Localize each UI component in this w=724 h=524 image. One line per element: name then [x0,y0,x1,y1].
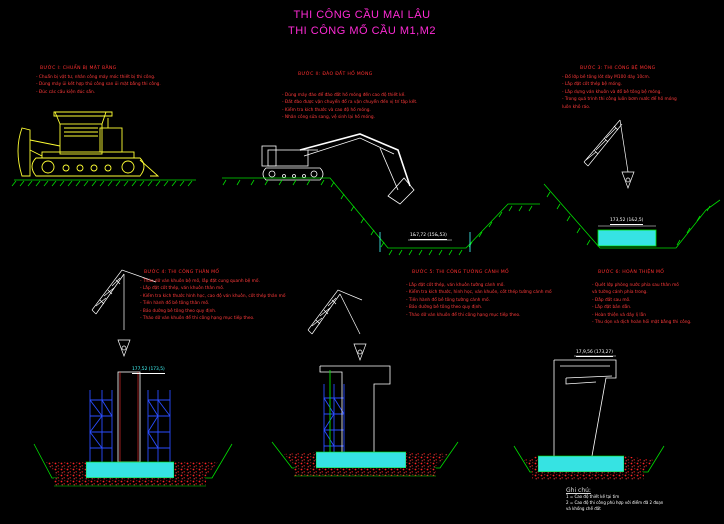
footing-concrete [537,455,625,473]
step2-notes: - Dùng máy đào để đào đất hố móng đến ca… [282,92,417,122]
step2-heading: BƯỚC II: ĐÀO ĐẤT HỐ MÓNG [298,72,373,77]
ground-line-step3 [543,183,721,249]
footing-level-label: 173,52 (1&2,5) [610,218,644,225]
step2-note: - Đất đào được vận chuyển đổ ra vận chuy… [282,100,418,106]
step3-note: - Trong quá trình thi công luôn bơm nước… [562,97,677,103]
finish-level-label: 17,9,56 (173,27) [576,350,613,357]
step1-note: - Đúc các cấu kiện đúc sẵn. [36,89,96,95]
foundation-pit-4 [33,443,233,487]
step2-note: - Nhân công sửa sang, vệ sinh lại hố món… [282,115,375,121]
body-level-label: 177,52 (173,5) [132,367,165,374]
footing-concrete [85,461,175,479]
step5-note: - Bảo dưỡng bê tông theo quy định. [406,305,483,311]
step1-note: - Dùng máy ủi kết hợp thủ công san ủi mặ… [36,82,161,88]
step3-note: - Đổ lớp bê tông lót dày M100 dày 10cm. [562,75,651,80]
excavation-level-label: 1&7,72 (15&,53) [410,233,447,240]
foundation-pit-6 [513,445,665,480]
step4-note: - Lắp đặt cốt thép, ván khuôn thân mố. [140,286,225,292]
legend-heading: Ghi chú: [566,487,591,494]
legend-line: và khống chế đất [566,506,601,511]
step5-note: - Kiểm tra kích thước, hình học, ván khu… [406,290,552,296]
step4-note: - Tiến hành đổ bê tông thân mố. [140,301,210,307]
finished-abutment [553,359,617,457]
step6-note: và tường cánh phía trong. [592,290,648,296]
step5-note: - Tháo dỡ ván khuôn để thi công hạng mục… [406,312,521,318]
crane-icon [91,269,157,357]
step4-note: - Bảo dưỡng bê tông theo quy định. [140,308,217,314]
step6-note: - Đắp đất sau mố. [592,297,631,303]
step5-notes: - Lắp đặt cốt thép, ván khuôn tường cánh… [406,282,552,319]
step6-heading: BƯỚC 6: HOÀN THIỆN MỐ [598,270,665,275]
legend: Ghi chú: 1 = Cao độ thiết kế tại tim 2 =… [566,488,663,512]
abutment-scaffold [89,390,171,462]
footing-concrete [597,229,657,247]
step3-note: - Lắp dựng ván khuôn và đổ bê tông bệ mó… [562,89,662,95]
step4-note: - Kiểm tra kích thước hình học, cao độ v… [140,293,286,299]
foundation-pit-5 [271,441,459,477]
step2-note: - Dùng máy đào để đào đất hố móng đến ca… [282,93,406,98]
excavation-pit [222,177,540,256]
pit-sheet-piles [379,232,471,252]
step5-note: - Lắp đặt cốt thép, ván khuôn tường cánh… [406,283,505,288]
abutment-body-formwork [117,371,141,463]
step1-heading: BƯỚC I: CHUẨN BỊ MẶT BẰNG [40,66,117,71]
legend-line: 2 = Cao độ thi công phù hợp với điểm đã … [566,500,664,505]
excavator-icon [261,133,415,205]
step6-notes: - Quét lớp phòng nước phía sau thân mố v… [592,282,692,326]
step1-notes: - Chuẩn bị vật tư, nhân công máy móc thi… [36,74,161,96]
step3-note: luôn khô ráo. [562,104,591,110]
step6-note: - Quét lớp phòng nước phía sau thân mố [592,283,679,288]
step6-note: - Hoàn thiện và dây lị lẫn [592,312,646,318]
step1-note: - Chuẩn bị vật tư, nhân công máy móc thi… [36,75,156,80]
step2-note: - Kiểm tra kích thước và cao độ hố móng. [282,107,371,113]
step4-notes: - Tháo dỡ ván khuôn bệ mố, lắp đặt cung … [140,278,286,322]
step6-note: - Lắp đặt bản dẫn. [592,305,632,311]
step3-heading: BƯỚC 3: THI CÔNG BỆ MÓNG [580,66,656,71]
crane-icon [583,119,635,189]
wingwall-formwork [319,365,391,452]
step6-note: - Thu dọn và dịch hoàn hồi mặt bằng thi … [592,320,692,326]
wingwall-green-outline [322,370,331,457]
step5-heading: BƯỚC 5: THI CÔNG TƯỜNG CÁNH MỐ [412,270,509,275]
step5-note: - Tiến hành đổ bê tông tường cánh mố. [406,297,490,303]
step4-note: - Tháo dỡ ván khuôn để thi công hạng mục… [140,316,255,322]
legend-line: 1 = Cao độ thiết kế tại tim [566,494,620,499]
title-line-2: THI CÔNG MỐ CẦU M1,M2 [287,25,436,37]
step4-heading: BƯỚC 4: THI CÔNG THÂN MỐ [144,270,220,275]
step3-note: - Lắp đặt cốt thép bệ móng. [562,82,623,88]
bulldozer-icon [17,111,160,177]
step4-note: - Tháo dỡ ván khuôn bệ mố, lắp đặt cung … [140,279,260,284]
step3-notes: - Đổ lớp bê tông lót dày M100 dày 10cm. … [562,74,677,111]
footing-concrete [315,451,407,469]
wingwall-scaffold [323,384,345,452]
crane-icon [307,289,367,361]
ground-line-step1 [11,179,196,187]
title-line-1: THI CÔNG CẦU MAI LÂU [293,9,431,21]
